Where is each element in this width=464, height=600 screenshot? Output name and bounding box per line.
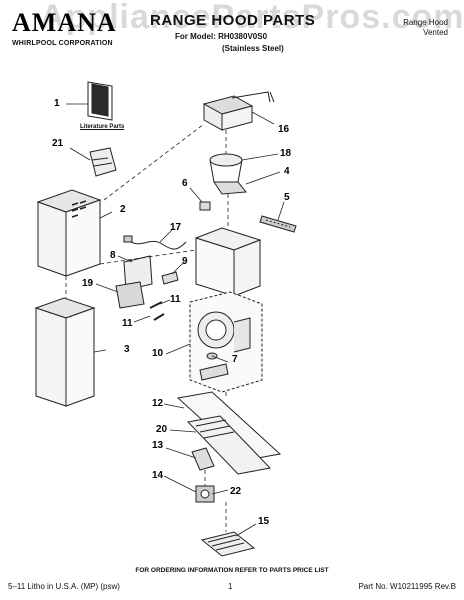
control-box-part xyxy=(115,281,145,309)
callout-13: 13 xyxy=(152,440,164,451)
callout-11a: 11 xyxy=(170,294,181,305)
callout-1: 1 xyxy=(54,98,60,109)
finish-label: (Stainless Steel) xyxy=(222,44,284,53)
callout-12: 12 xyxy=(152,398,164,409)
filter-rail-part xyxy=(259,215,297,233)
callout-16: 16 xyxy=(278,124,290,135)
leader-lines xyxy=(66,103,285,537)
grease-filter-part xyxy=(200,531,256,557)
callout-15: 15 xyxy=(258,516,270,527)
callout-22: 22 xyxy=(230,486,242,497)
callout-4: 4 xyxy=(284,166,290,177)
switch-part xyxy=(161,271,179,285)
page-title: RANGE HOOD PARTS xyxy=(150,12,316,29)
screw-part xyxy=(149,301,165,321)
callout-2: 2 xyxy=(120,204,126,215)
product-type-line2: Vented xyxy=(423,28,448,37)
callout-19: 19 xyxy=(82,278,94,289)
product-type-label: Range Hood Vented xyxy=(403,18,448,38)
light-socket-part xyxy=(195,485,215,503)
upper-chimney-part xyxy=(36,189,102,277)
watermark: AppliancePartsPros.com xyxy=(40,0,464,36)
callout-5: 5 xyxy=(284,192,290,203)
callout-10: 10 xyxy=(152,348,164,359)
control-bracket-part xyxy=(123,255,153,291)
exploded-view-lines xyxy=(65,123,229,532)
filter-panel-part xyxy=(176,391,282,475)
installation-kit-part xyxy=(89,147,117,177)
page-number: 1 xyxy=(228,582,233,591)
callout-17: 17 xyxy=(170,222,182,233)
callout-20: 20 xyxy=(156,424,168,435)
wiring-harness-part xyxy=(123,235,187,250)
callout-9: 9 xyxy=(182,256,188,267)
light-bulb-part xyxy=(191,447,215,471)
callout-11b: 11 xyxy=(122,318,133,329)
hood-housing-part xyxy=(194,227,262,297)
lower-chimney-part xyxy=(34,297,96,407)
literature-parts-label: Literature Parts xyxy=(80,124,125,130)
callout-14: 14 xyxy=(152,470,164,481)
callout-3: 3 xyxy=(124,344,130,355)
duct-transition-part xyxy=(209,153,247,195)
callout-21: 21 xyxy=(52,138,64,149)
brand-logo: AMANA xyxy=(12,8,117,37)
ordering-info: FOR ORDERING INFORMATION REFER TO PARTS … xyxy=(135,567,329,574)
callout-6: 6 xyxy=(182,178,188,189)
blower-assembly-part xyxy=(189,291,263,393)
literature-booklet-part xyxy=(87,81,113,121)
model-number: For Model: RH0380V0S0 xyxy=(175,32,268,41)
callout-8: 8 xyxy=(110,250,116,261)
product-type-line1: Range Hood xyxy=(403,18,448,27)
footer-litho: 5–11 Litho in U.S.A. (MP) (psw) xyxy=(8,582,120,591)
callout-18: 18 xyxy=(280,148,292,159)
clip-part xyxy=(199,201,211,211)
vent-cover-part xyxy=(202,91,275,131)
footer-part-number: Part No. W10211995 Rev.B xyxy=(358,582,456,591)
callout-7: 7 xyxy=(232,354,238,365)
brand-subtitle: WHIRLPOOL CORPORATION xyxy=(12,40,113,47)
